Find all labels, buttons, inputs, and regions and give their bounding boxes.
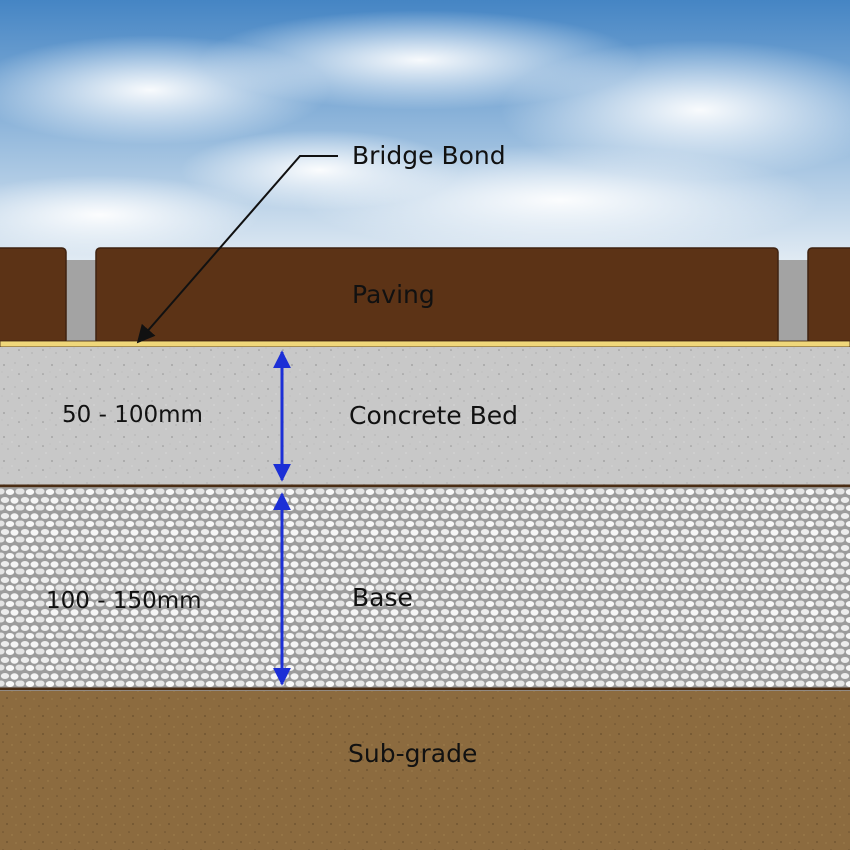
base-layer (0, 488, 850, 688)
paving-slab-center (95, 247, 779, 345)
base-label: Base (352, 583, 413, 612)
concrete-bed-thickness-label: 50 - 100mm (62, 402, 203, 428)
bridge-bond-strip (0, 340, 850, 348)
paving-label: Paving (352, 280, 435, 309)
base-thickness-label: 100 - 150mm (46, 588, 202, 614)
clouds (0, 10, 850, 255)
concrete-bed-layer (0, 347, 850, 485)
bridge-bond-label: Bridge Bond (352, 141, 506, 170)
concrete-bed-label: Concrete Bed (349, 401, 518, 430)
paving-slab-left (0, 247, 67, 345)
bridge-bond-leader-line (136, 155, 338, 344)
subgrade-layer (0, 691, 850, 850)
subgrade-label: Sub-grade (348, 739, 477, 768)
paving-slab-right (807, 247, 850, 345)
paving-joints (66, 260, 808, 344)
